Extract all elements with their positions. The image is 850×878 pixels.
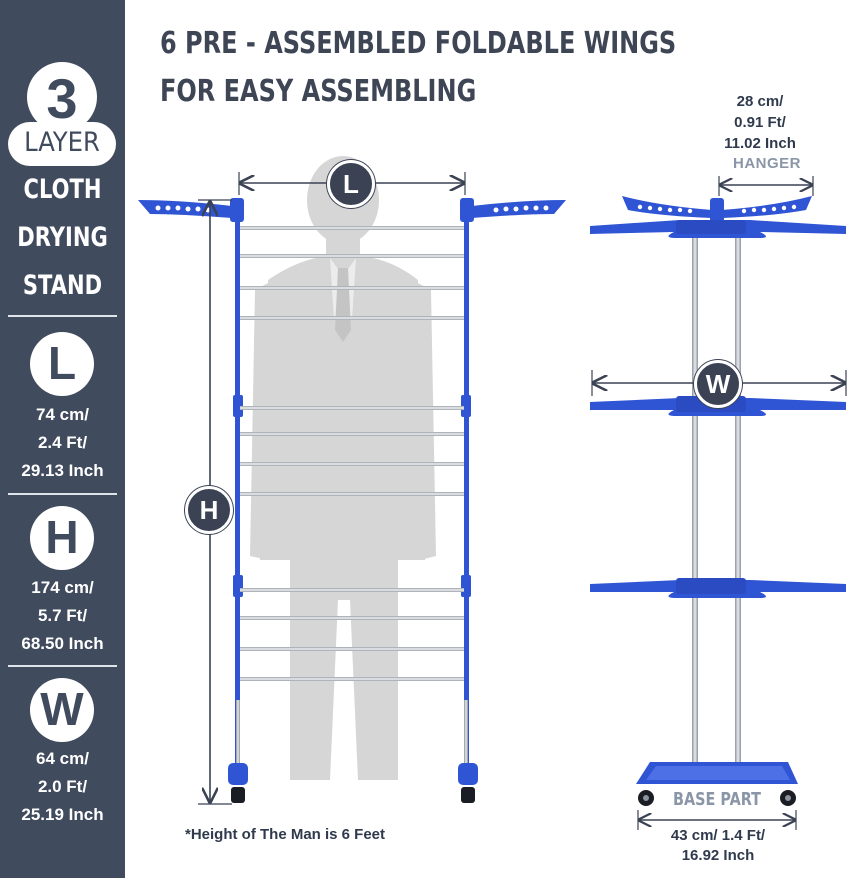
front-stand <box>138 198 566 803</box>
hanger-metric: 28 cm/ <box>736 93 784 110</box>
hanger-inch: 11.02 Inch <box>724 135 796 152</box>
length-feet: 2.4 Ft/ <box>37 433 88 452</box>
width-letter: W <box>40 683 84 735</box>
divider <box>8 315 117 317</box>
specs-sidebar: 3 LAYER CLOTH DRYING STAND L 74 cm/ 2.4 … <box>0 0 125 878</box>
layer-count: 3 <box>46 67 78 130</box>
product-title-line-3: STAND <box>22 270 103 301</box>
base-part-label: BASE PART <box>673 789 761 810</box>
width-feet: 2.0 Ft/ <box>37 777 88 796</box>
width-badge: W <box>30 678 94 742</box>
width-inch: 25.19 Inch <box>21 805 104 824</box>
height-letter: H <box>45 511 79 563</box>
heading-line-1: 6 PRE - ASSEMBLED FOLDABLE WINGS <box>160 26 677 61</box>
side-stand <box>590 196 846 806</box>
width-metric: 64 cm/ <box>36 749 89 768</box>
divider <box>8 665 117 667</box>
height-marker-badge: H <box>185 486 233 534</box>
length-badge: L <box>30 332 94 396</box>
product-title-line-1: CLOTH <box>23 174 102 205</box>
base-dim-line-2: 16.92 Inch <box>681 847 755 864</box>
height-metric: 174 cm/ <box>31 578 94 597</box>
length-marker-badge: L <box>327 160 375 208</box>
height-feet: 5.7 Ft/ <box>37 606 88 625</box>
product-title-line-2: DRYING <box>17 222 108 253</box>
man-silhouette <box>250 156 436 780</box>
hanger-feet: 0.91 Ft/ <box>734 114 786 131</box>
height-inch: 68.50 Inch <box>21 634 104 653</box>
divider <box>8 493 117 495</box>
height-badge: H <box>30 506 94 570</box>
layer-label: LAYER <box>24 127 100 158</box>
length-metric: 74 cm/ <box>36 405 89 424</box>
base-dim-line-1: 43 cm/ 1.4 Ft/ <box>670 827 766 844</box>
hanger-label: HANGER <box>733 155 802 172</box>
length-letter: L <box>47 337 77 389</box>
width-marker-badge: W <box>694 360 742 408</box>
layer-count-badge: 3 <box>27 62 97 132</box>
layer-label-pill: LAYER <box>8 122 116 166</box>
heading-line-2: FOR EASY ASSEMBLING <box>160 74 477 109</box>
length-inch: 29.13 Inch <box>21 461 104 480</box>
footnote: *Height of The Man is 6 Feet <box>185 826 386 843</box>
